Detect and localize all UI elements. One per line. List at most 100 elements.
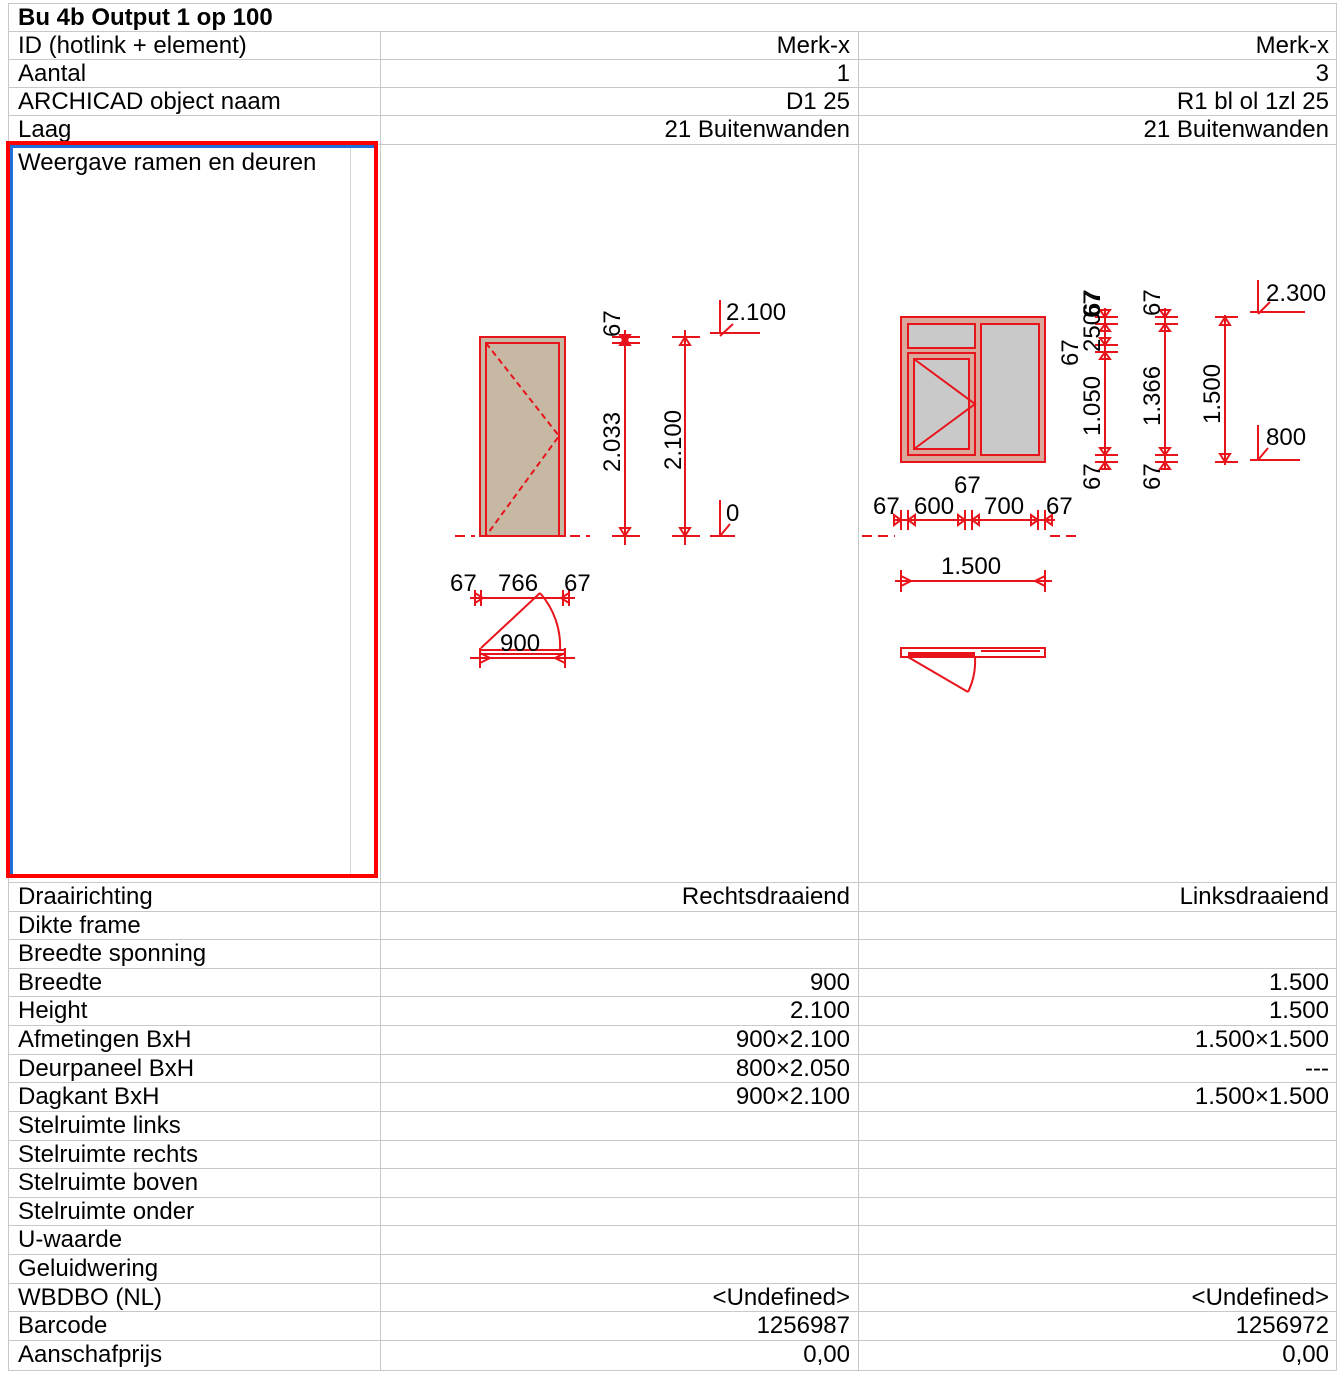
row-label: ARCHICAD object naam [18, 88, 281, 115]
row-label: Barcode [18, 1312, 108, 1339]
cell-value[interactable]: 21 Buitenwanden [664, 116, 850, 143]
table-row[interactable]: Stelruimte boven [8, 1169, 1337, 1198]
row-label: U-waarde [18, 1226, 123, 1253]
schedule-title: Bu 4b Output 1 op 100 [18, 4, 273, 31]
table-row[interactable]: Breedte sponning [8, 940, 1337, 969]
table-row[interactable]: Deurpaneel BxH 800×2.050 --- [8, 1055, 1337, 1083]
door-dim-766: 766 [498, 570, 538, 597]
win-dim-67-i: 67 [1046, 493, 1073, 520]
table-row[interactable]: Afmetingen BxH 900×2.100 1.500×1.500 [8, 1026, 1337, 1055]
cell-value[interactable]: D1 25 [785, 88, 850, 115]
cell-value[interactable]: Linksdraaiend [1179, 883, 1329, 910]
win-dim-67-h: 67 [873, 493, 900, 520]
win-dim-67-e: 67 [1139, 289, 1166, 316]
table-row[interactable]: ID (hotlink + element) Merk-x Merk-x [8, 32, 1337, 60]
cell-focus-edge [10, 145, 13, 874]
preview-label: Weergave ramen en deuren [18, 149, 317, 176]
preview-row[interactable]: Weergave ramen en deuren [8, 145, 1337, 883]
table-row[interactable]: Laag 21 Buitenwanden 21 Buitenwanden [8, 116, 1337, 145]
win-dim-1500-v: 1.500 [1199, 364, 1226, 424]
row-label: Aanschafprijs [18, 1341, 163, 1368]
cell-value[interactable]: 0,00 [803, 1341, 850, 1368]
door-dim-2033: 2.033 [599, 412, 626, 472]
table-row[interactable]: Geluidwering [8, 1255, 1337, 1284]
row-label: Stelruimte rechts [18, 1141, 199, 1168]
door-dim-900: 900 [500, 630, 540, 657]
row-label: Stelruimte links [18, 1112, 181, 1139]
cell-value[interactable]: <Undefined> [1191, 1284, 1329, 1311]
table-row[interactable]: Stelruimte rechts [8, 1141, 1337, 1169]
row-label: Geluidwering [18, 1255, 159, 1282]
win-dim-67-b: 67 [1079, 291, 1106, 318]
window-elevation [862, 280, 1305, 693]
win-dim-1366: 1.366 [1139, 366, 1166, 426]
cell-value[interactable]: 1256987 [756, 1312, 850, 1339]
table-row[interactable]: ARCHICAD object naam D1 25 R1 bl ol 1zl … [8, 88, 1337, 116]
cell-value[interactable]: 900 [809, 969, 850, 996]
cell-value[interactable]: Merk-x [776, 32, 850, 59]
cell-value[interactable]: <Undefined> [712, 1284, 850, 1311]
cell-value[interactable]: 1.500 [1268, 969, 1329, 996]
selected-cell-highlight[interactable] [6, 141, 378, 878]
cell-value[interactable]: --- [1305, 1055, 1329, 1082]
cell-value[interactable]: 1.500 [1268, 997, 1329, 1024]
grid-line [8, 3, 1337, 4]
row-label: WBDBO (NL) [18, 1284, 162, 1311]
table-row[interactable]: Aantal 1 3 [8, 60, 1337, 88]
cell-value[interactable]: 900×2.100 [735, 1026, 850, 1053]
row-label: Dagkant BxH [18, 1083, 160, 1110]
row-label: Stelruimte boven [18, 1169, 199, 1196]
win-dim-67-a: 67 [1079, 289, 1106, 316]
row-label: ID (hotlink + element) [18, 32, 247, 59]
cell-focus-edge [10, 145, 376, 148]
cell-value[interactable]: 2.100 [789, 997, 850, 1024]
row-label: Stelruimte onder [18, 1198, 195, 1225]
table-row[interactable]: Stelruimte onder [8, 1198, 1337, 1226]
row-label: Breedte sponning [18, 940, 207, 967]
cell-value[interactable]: Rechtsdraaiend [681, 883, 850, 910]
grid-line [8, 31, 1337, 32]
win-elev-2300: 2.300 [1266, 280, 1326, 307]
cell-value[interactable]: 1 [836, 60, 850, 87]
cell-value[interactable]: 1.500×1.500 [1194, 1083, 1329, 1110]
cell-value[interactable]: 3 [1315, 60, 1329, 87]
cell-value[interactable]: 1.500×1.500 [1194, 1026, 1329, 1053]
door-elev-0: 0 [726, 500, 739, 527]
row-label: Afmetingen BxH [18, 1026, 192, 1053]
row-label: Deurpaneel BxH [18, 1055, 195, 1082]
cell-inner-divider [350, 148, 351, 874]
grid-line [1336, 3, 1337, 1371]
grid-line [380, 31, 381, 1371]
win-dim-250: 250 [1079, 312, 1106, 352]
win-dim-67-d: 67 [1079, 463, 1106, 490]
table-row[interactable]: Dikte frame [8, 912, 1337, 940]
row-label: Aantal [18, 60, 87, 87]
row-label: Dikte frame [18, 912, 141, 939]
win-dim-67-f: 67 [1139, 463, 1166, 490]
table-row[interactable]: Stelruimte links [8, 1112, 1337, 1141]
row-label: Laag [18, 116, 72, 143]
table-row[interactable]: U-waarde [8, 1226, 1337, 1255]
grid-line [858, 31, 859, 1371]
cell-value[interactable]: Merk-x [1255, 32, 1329, 59]
row-label: Draairichting [18, 883, 153, 910]
table-row[interactable]: WBDBO (NL) <Undefined> <Undefined> [8, 1284, 1337, 1312]
table-row[interactable]: Aanschafprijs 0,00 0,00 [8, 1341, 1337, 1371]
cell-value[interactable]: 21 Buitenwanden [1143, 116, 1329, 143]
cell-value[interactable]: 900×2.100 [735, 1083, 850, 1110]
win-dim-1500-h: 1.500 [941, 553, 1001, 580]
door-elevation [455, 300, 760, 668]
door-dim-67-right: 67 [564, 570, 591, 597]
table-row[interactable]: Dagkant BxH 900×2.100 1.500×1.500 [8, 1083, 1337, 1112]
cell-value[interactable]: 800×2.050 [735, 1055, 850, 1082]
cell-value[interactable]: R1 bl ol 1zl 25 [1176, 88, 1329, 115]
cell-value[interactable]: 1256972 [1235, 1312, 1329, 1339]
table-row[interactable]: Draairichting Rechtsdraaiend Linksdraaiend [8, 883, 1337, 912]
table-row[interactable]: Barcode 1256987 1256972 [8, 1312, 1337, 1341]
win-elev-800: 800 [1266, 424, 1306, 451]
cell-value[interactable]: 0,00 [1282, 1341, 1329, 1368]
